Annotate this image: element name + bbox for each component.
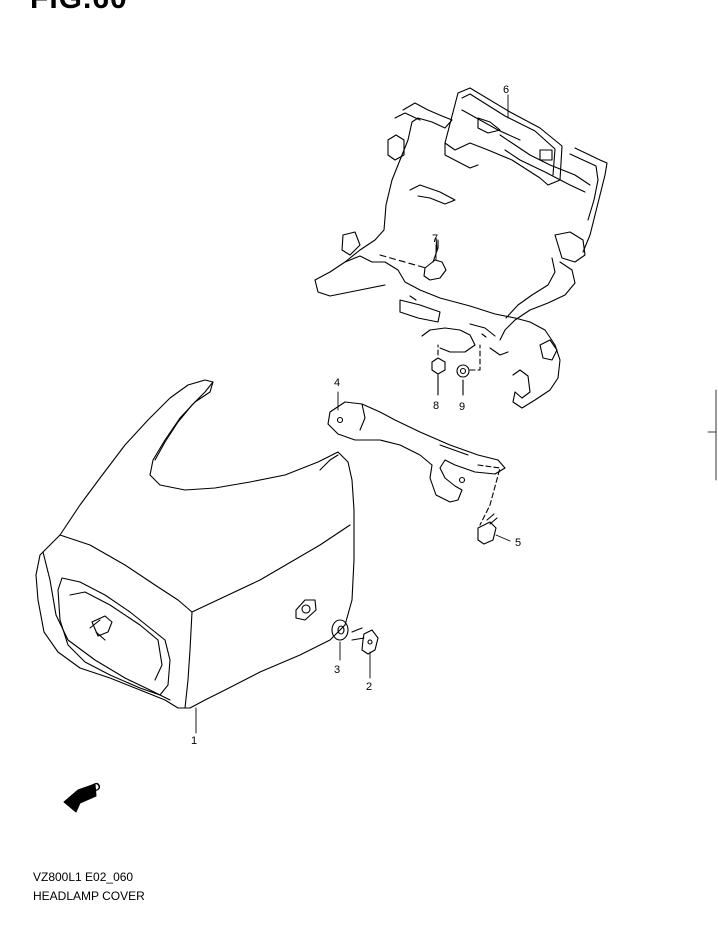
- washer-part-3: [331, 619, 349, 641]
- part-label-7: 7: [432, 233, 438, 245]
- part-label-5: 5: [515, 537, 521, 549]
- part-label-9: 9: [459, 401, 465, 413]
- bolt-part-8: [431, 357, 446, 396]
- diagram-code: VZ800L1 E02_060: [33, 870, 134, 884]
- part-label-4: 4: [334, 377, 340, 389]
- part-label-2: 2: [366, 681, 372, 693]
- part-label-8: 8: [433, 400, 439, 412]
- leader-lines: [195, 94, 511, 734]
- page-edge-marks: [707, 389, 717, 481]
- part-label-1: 1: [191, 735, 197, 747]
- part-label-6: 6: [503, 84, 509, 96]
- diagram-name: HEADLAMP COVER: [33, 889, 145, 903]
- mount-bracket-part-4: [327, 401, 506, 503]
- figure-title: FIG.60: [30, 0, 128, 14]
- screw-part-2: [351, 627, 379, 655]
- headlamp-bracket: [314, 87, 608, 409]
- part-label-3: 3: [334, 664, 340, 676]
- nut-part-9: [456, 364, 470, 396]
- bolt-part-5: [477, 513, 498, 545]
- headlamp-cover-shell: [35, 379, 355, 709]
- fwd-arrow-icon: FWD: [63, 780, 103, 813]
